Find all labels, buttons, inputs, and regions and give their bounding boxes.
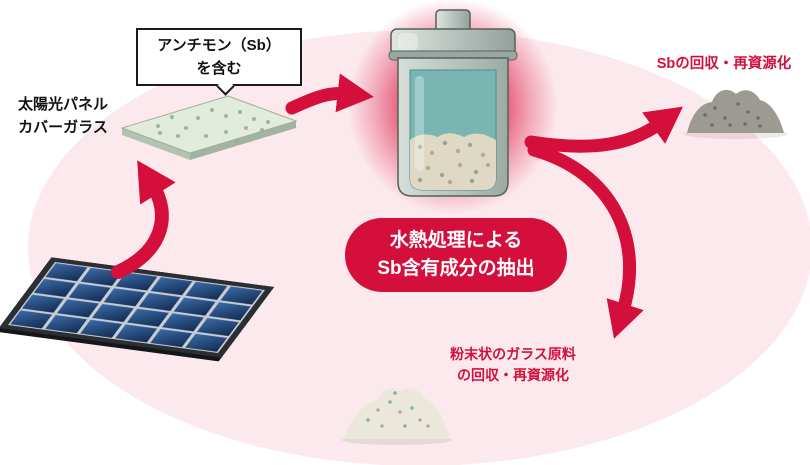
cover-glass-label-line1: 太陽光パネル (17, 96, 108, 113)
cover-glass-top (120, 95, 298, 154)
cover-glass-speckles (156, 108, 270, 143)
process-arrows (111, 73, 683, 339)
glass-powder-icon (342, 387, 452, 445)
glass-recovery-label-line1: 粉末状のガラス原料 (450, 346, 576, 362)
process-label-line1: 水熱処理による (389, 230, 523, 252)
vessel-powder (410, 133, 496, 190)
sb-recovery-label: Sbの回収・再資源化 (656, 56, 792, 72)
glass-recovery-label-line2: の回収・再資源化 (457, 367, 569, 383)
antimony-callout-line1: アンチモン（Sb） (157, 36, 281, 54)
vessel-powder-speckles (417, 140, 491, 185)
cover-glass-label-line2: カバーガラス (18, 118, 108, 136)
sb-powder-icon (684, 89, 788, 139)
process-label-pill: 水熱処理による Sb含有成分の抽出 (345, 218, 567, 292)
cover-glass-label: 太陽光パネル カバーガラス (2, 94, 124, 139)
autoclave-vessel-icon (388, 9, 518, 197)
process-label-line2: Sb含有成分の抽出 (377, 258, 535, 279)
arrow-vessel-to-sb-powder (524, 106, 683, 153)
antimony-callout-box: アンチモン（Sb） を含む (136, 28, 302, 86)
solar-panel-icon (0, 257, 275, 362)
antimony-callout-line2: を含む (196, 60, 242, 77)
glass-recovery-label: 粉末状のガラス原料 の回収・再資源化 (418, 344, 608, 386)
cover-glass-icon (120, 95, 298, 160)
arrow-panel-to-glass (111, 160, 176, 279)
arrow-vessel-to-glass-powder (527, 143, 644, 339)
arrow-glass-to-vessel (285, 73, 374, 115)
